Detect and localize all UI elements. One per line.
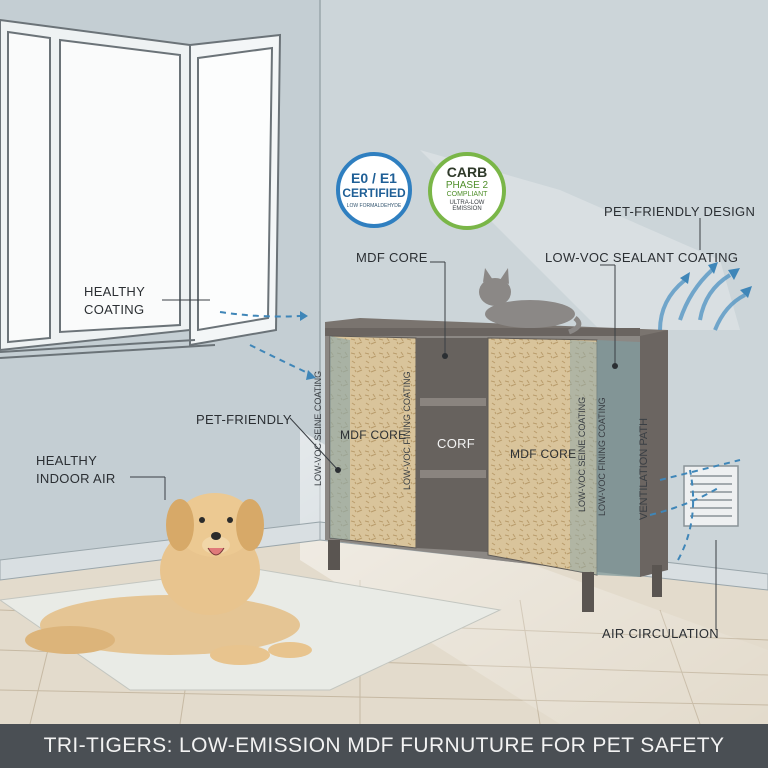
airflow-swirls [658, 268, 746, 331]
label-healthy-coating: HEALTHY COATING [84, 284, 145, 317]
badge-e0e1-line1: E0 / E1 [351, 170, 397, 186]
badge-e0e1-line3: LOW FORMALDEHYDE [346, 203, 402, 209]
label-mdf-core-right: MDF CORE [510, 447, 577, 461]
label-low-voc-sealant: LOW-VOC SEALANT COATING [545, 250, 739, 265]
badge-carb-line4: ULTRA-LOW [449, 200, 485, 206]
label-air-circulation: AIR CIRCULATION [602, 626, 719, 641]
badge-carb-line2: PHASE 2 [445, 180, 489, 191]
window [0, 18, 282, 359]
badge-carb-line5: EMISSION [452, 206, 482, 212]
label-mdf-core-left: MDF CORE [340, 428, 407, 442]
leader-lines [130, 218, 717, 630]
vertical-label-left-inner: LOW-VOC FINING COATING [402, 371, 412, 490]
e0-e1-certified-badge: E0 / E1 CERTIFIED LOW FORMALDEHYDE [336, 152, 412, 228]
dog-illustration [25, 493, 312, 665]
label-mdf-core-top: MDF CORE [356, 250, 428, 265]
airflow-arrows [219, 311, 741, 561]
badge-carb-line1: CARB [446, 164, 488, 180]
badge-carb-line3: COMPLIANT [446, 191, 488, 198]
vertical-label-circulation: VENTILATION PATH [638, 417, 650, 520]
vertical-label-left-side: LOW-VOC SEINE COATING [313, 370, 323, 486]
footer-title: TRI-TIGERS: LOW-EMISSION MDF FURNUTURE F… [0, 724, 768, 768]
badge-e0e1-line2: CERTIFIED [342, 186, 406, 200]
label-pet-friendly: PET-FRIENDLY [196, 412, 292, 427]
cat-illustration [479, 268, 582, 335]
label-core-middle: CORF [437, 436, 476, 451]
vertical-label-right-inner: LOW-VOC SEINE COATING [577, 396, 587, 512]
label-healthy-indoor-air: HEALTHY INDOOR AIR [36, 453, 116, 486]
vertical-label-right-side: LOW-VOC FINING COATING [597, 397, 607, 516]
cabinet-illustration [325, 318, 668, 612]
carb-phase2-badge: CARB PHASE 2 COMPLIANT ULTRA-LOW EMISSIO… [428, 152, 506, 230]
label-pet-friendly-design: PET-FRIENDLY DESIGN [604, 204, 756, 219]
